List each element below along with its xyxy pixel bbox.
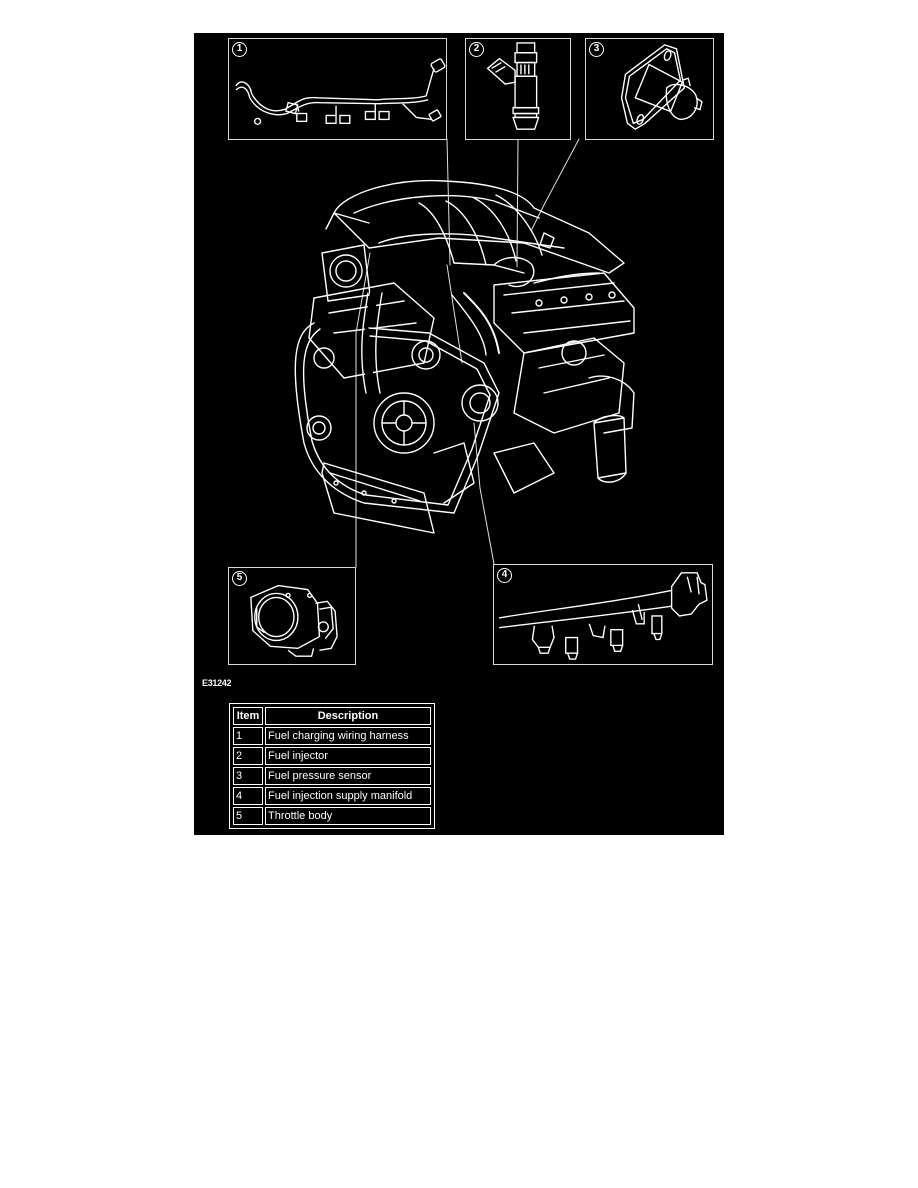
throttle-body-icon [250, 584, 338, 657]
legend-item-number: 5 [233, 807, 263, 825]
table-row: 4 Fuel injection supply manifold [233, 787, 431, 805]
legend-item-number: 3 [233, 767, 263, 785]
callout-box-fuel-injector: 2 [465, 38, 571, 140]
callout-number-1: 1 [232, 42, 247, 57]
legend-header-item: Item [233, 707, 263, 725]
legend-item-number: 1 [233, 727, 263, 745]
engine-illustration [294, 138, 635, 568]
fuel-rail-icon [498, 572, 708, 660]
table-row: 5 Throttle body [233, 807, 431, 825]
engine-figure-panel: 1 2 [194, 33, 724, 835]
table-row: 3 Fuel pressure sensor [233, 767, 431, 785]
legend-header-description: Description [265, 707, 431, 725]
wiring-harness-icon [235, 58, 446, 125]
figure-id-label: E31242 [202, 678, 232, 688]
callout-box-fuel-rail: 4 [493, 564, 713, 665]
table-row: 1 Fuel charging wiring harness [233, 727, 431, 745]
callout-number-5: 5 [232, 571, 247, 586]
callout-box-fuel-pressure-sensor: 3 [585, 38, 714, 140]
legend-item-description: Fuel pressure sensor [265, 767, 431, 785]
parts-legend-table: Item Description 1 Fuel charging wiring … [229, 703, 435, 829]
legend-header-row: Item Description [233, 707, 431, 725]
callout-number-3: 3 [589, 42, 604, 57]
table-row: 2 Fuel injector [233, 747, 431, 765]
callout-box-throttle-body: 5 [228, 567, 356, 665]
callout-number-4: 4 [497, 568, 512, 583]
fuel-injector-icon [486, 42, 540, 130]
legend-item-description: Throttle body [265, 807, 431, 825]
callout-box-wiring-harness: 1 [228, 38, 447, 140]
legend-item-description: Fuel injector [265, 747, 431, 765]
legend-item-description: Fuel injection supply manifold [265, 787, 431, 805]
legend-item-number: 4 [233, 787, 263, 805]
callout-number-2: 2 [469, 42, 484, 57]
fuel-pressure-sensor-icon [620, 44, 703, 131]
legend-item-description: Fuel charging wiring harness [265, 727, 431, 745]
leader-lines [355, 138, 580, 568]
legend-item-number: 2 [233, 747, 263, 765]
